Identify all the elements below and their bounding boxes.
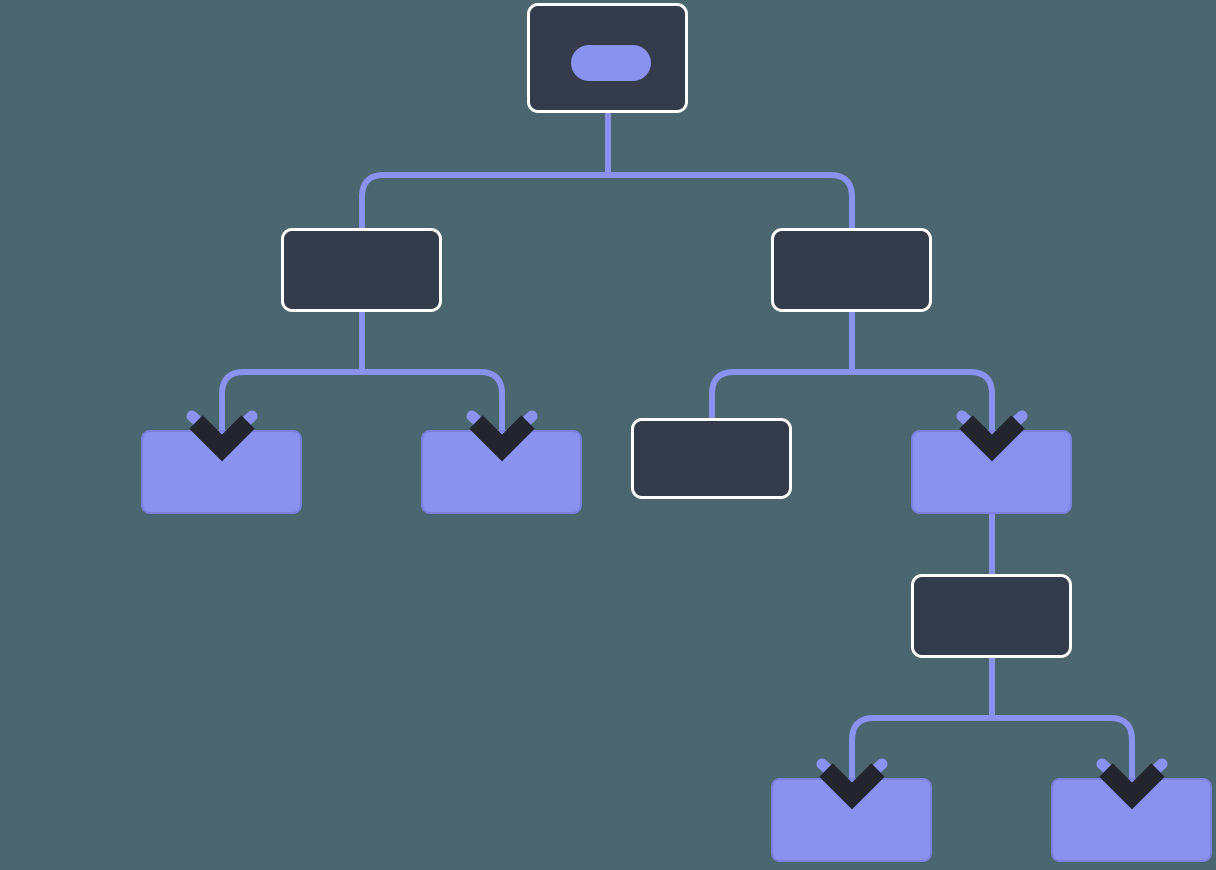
node-l1-right[interactable]	[771, 228, 932, 312]
root-pill-marker	[571, 45, 651, 81]
node-l2-c[interactable]	[631, 418, 792, 499]
edge-root-to-l1-left	[359, 172, 608, 232]
node-l4-b[interactable]	[1051, 778, 1212, 862]
edge-l3-to-l4a	[849, 715, 992, 780]
node-l2-a[interactable]	[141, 430, 302, 514]
node-l2-b[interactable]	[421, 430, 582, 514]
edge-l1right-to-l2c	[709, 369, 852, 420]
edge-l1right-to-l2d	[852, 369, 995, 432]
edge-l3-to-l4b	[992, 715, 1135, 780]
node-l2-d[interactable]	[911, 430, 1072, 514]
edge-root-to-l1-right	[608, 172, 855, 232]
node-l3[interactable]	[911, 574, 1072, 658]
edge-l1left-to-l2b	[362, 369, 505, 432]
edge-l1left-to-l2a	[219, 369, 362, 432]
node-root[interactable]	[527, 3, 688, 113]
node-l4-a[interactable]	[771, 778, 932, 862]
node-l1-left[interactable]	[281, 228, 442, 312]
